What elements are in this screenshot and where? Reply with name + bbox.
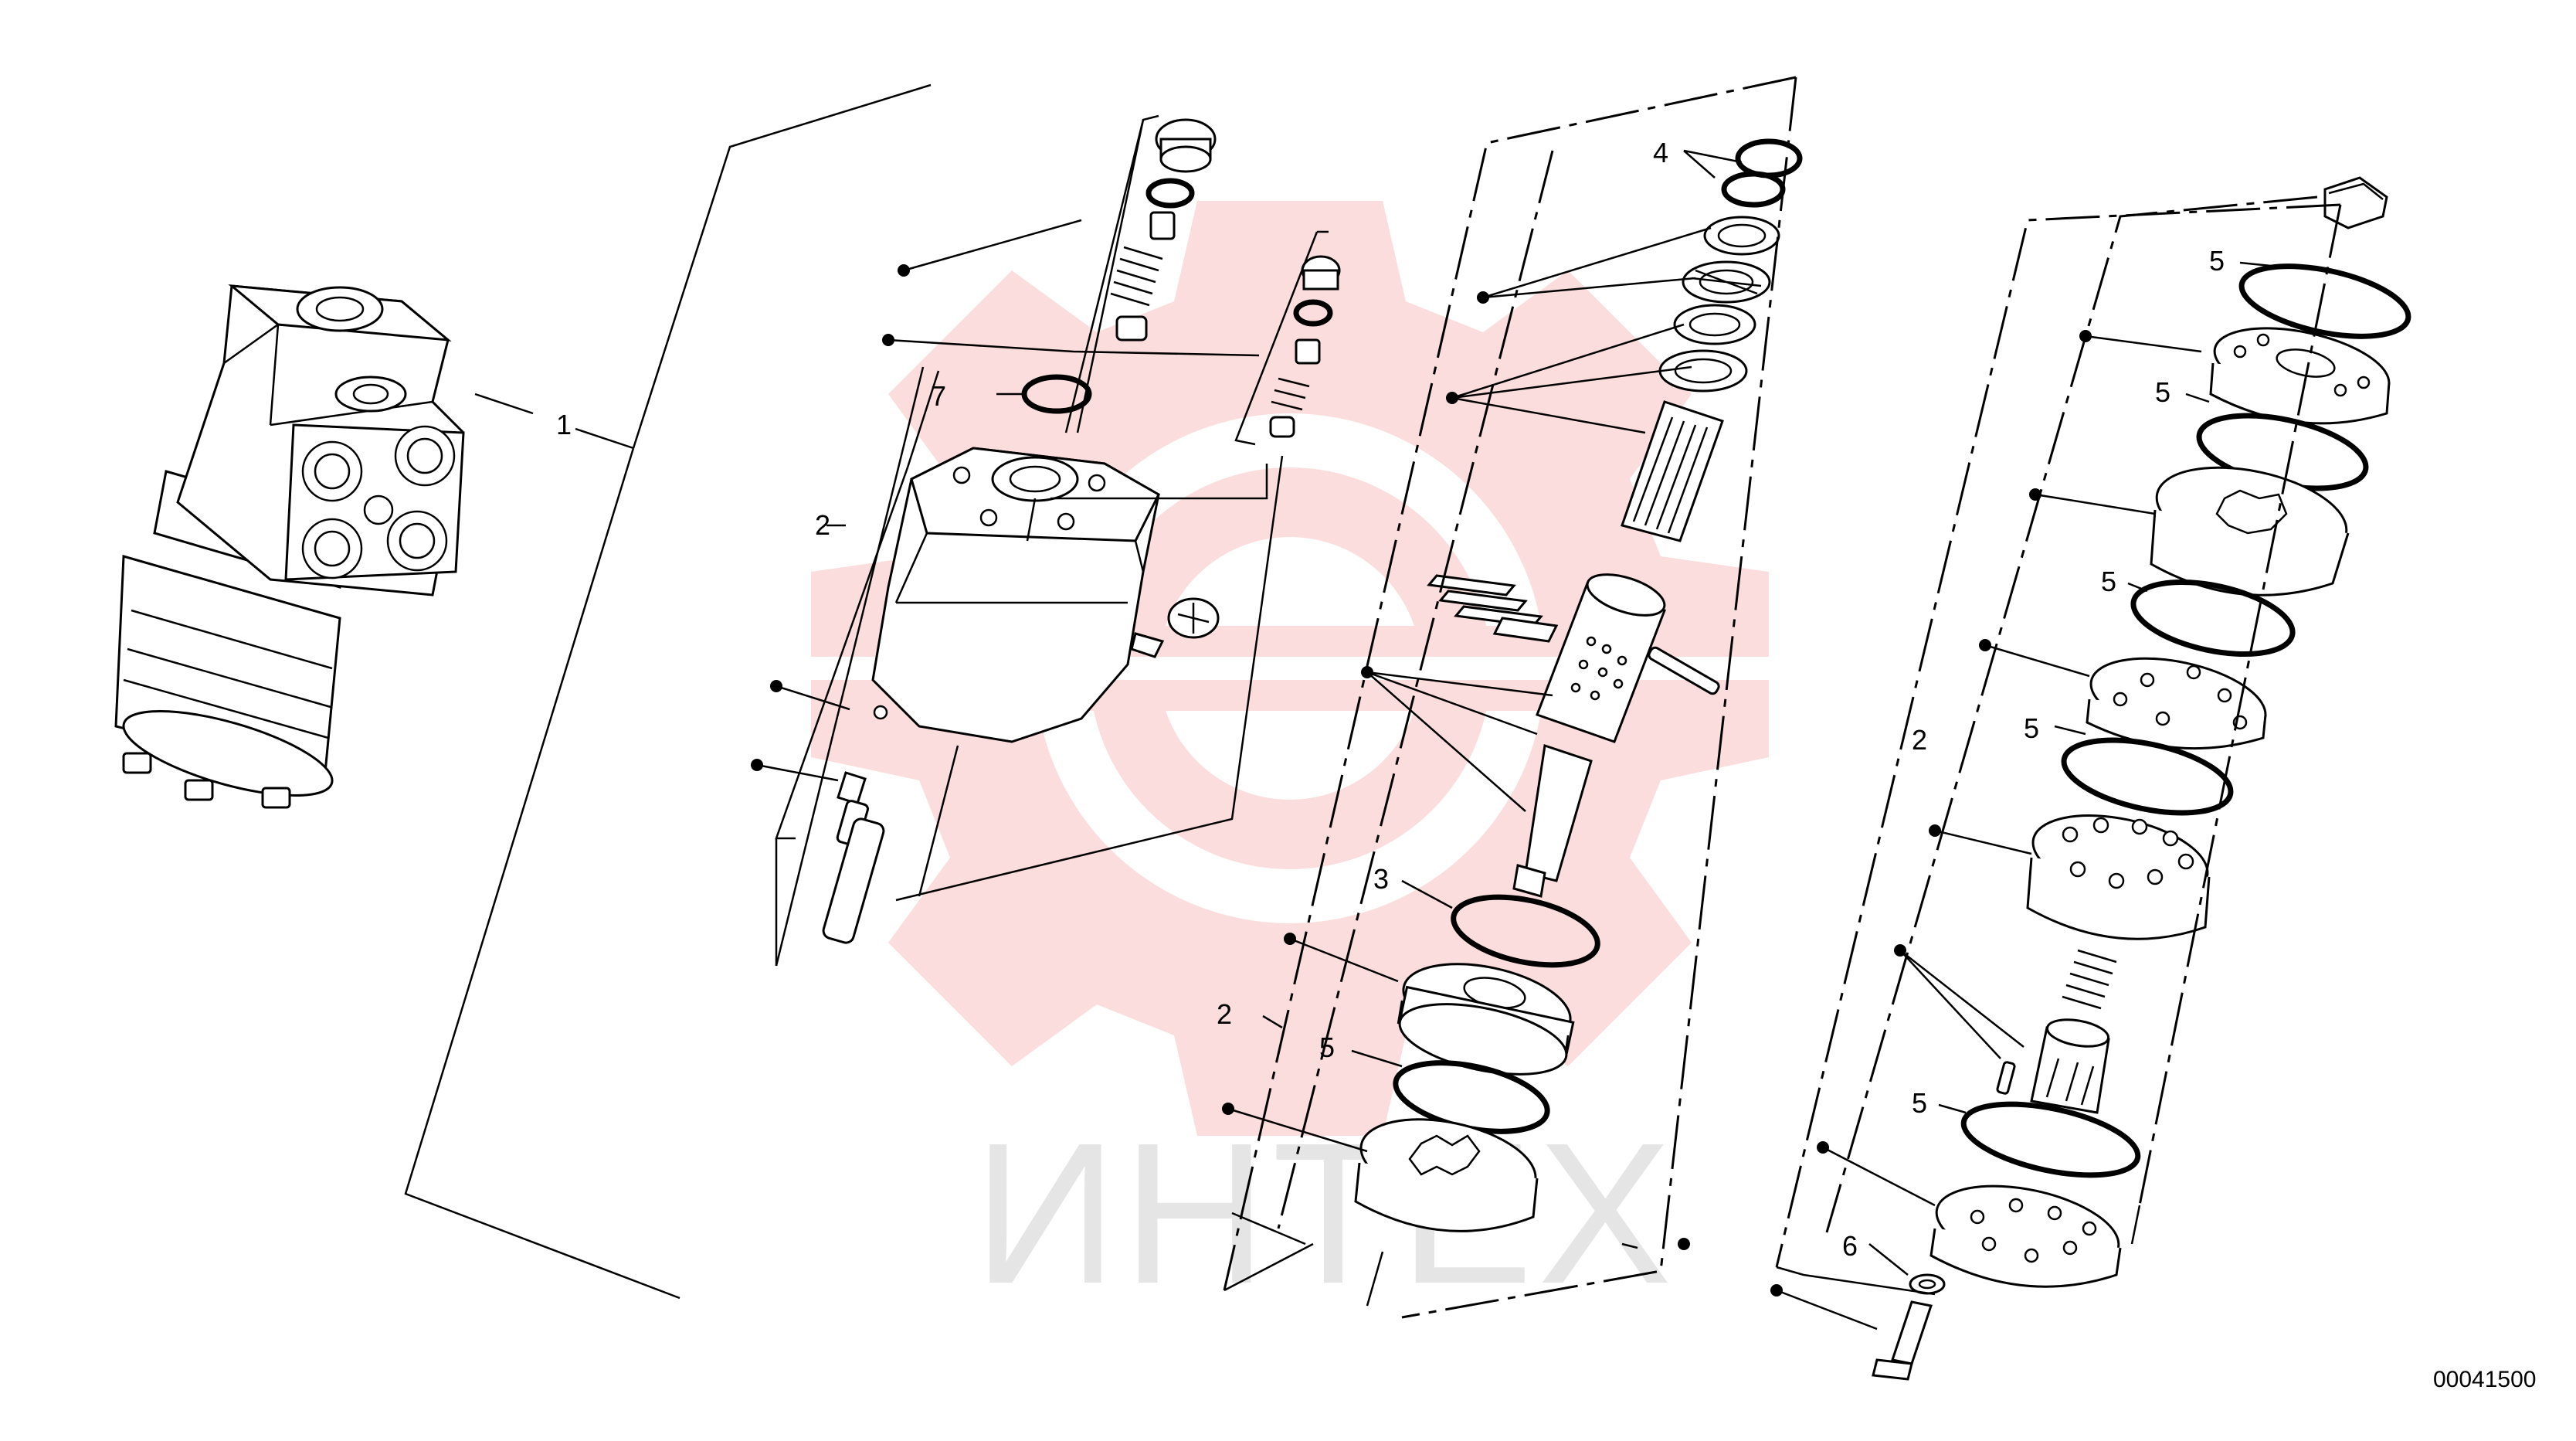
- callout-6: 6: [1842, 1230, 1858, 1262]
- callout-2-motor: 2: [1912, 724, 1927, 756]
- spool-sleeve-group: [1354, 138, 1803, 1232]
- callout-5-top: 5: [2209, 245, 2225, 277]
- drawing-code: 00041500: [2433, 1367, 2536, 1392]
- callout-2-valve: 2: [815, 509, 830, 541]
- callout-3: 3: [1373, 863, 1389, 895]
- callout-1: 1: [556, 409, 572, 440]
- valve-housing-group: [775, 114, 1341, 967]
- callout-5-second: 5: [2155, 376, 2170, 408]
- callout-5-third: 5: [2101, 566, 2116, 597]
- watermark-text: ИНТЕХ: [973, 1102, 1676, 1326]
- motor-section-group: [1872, 176, 2411, 1381]
- callout-5-fourth: 5: [2024, 712, 2039, 744]
- callout-7: 7: [931, 380, 946, 412]
- callout-2-spool: 2: [1217, 998, 1232, 1030]
- leader-dots: [751, 264, 2092, 1297]
- callout-5-fifth: 5: [1912, 1087, 1927, 1119]
- callout-4: 4: [1653, 137, 1668, 168]
- assembled-steering-unit: [114, 284, 465, 809]
- callout-5-spool: 5: [1319, 1031, 1335, 1063]
